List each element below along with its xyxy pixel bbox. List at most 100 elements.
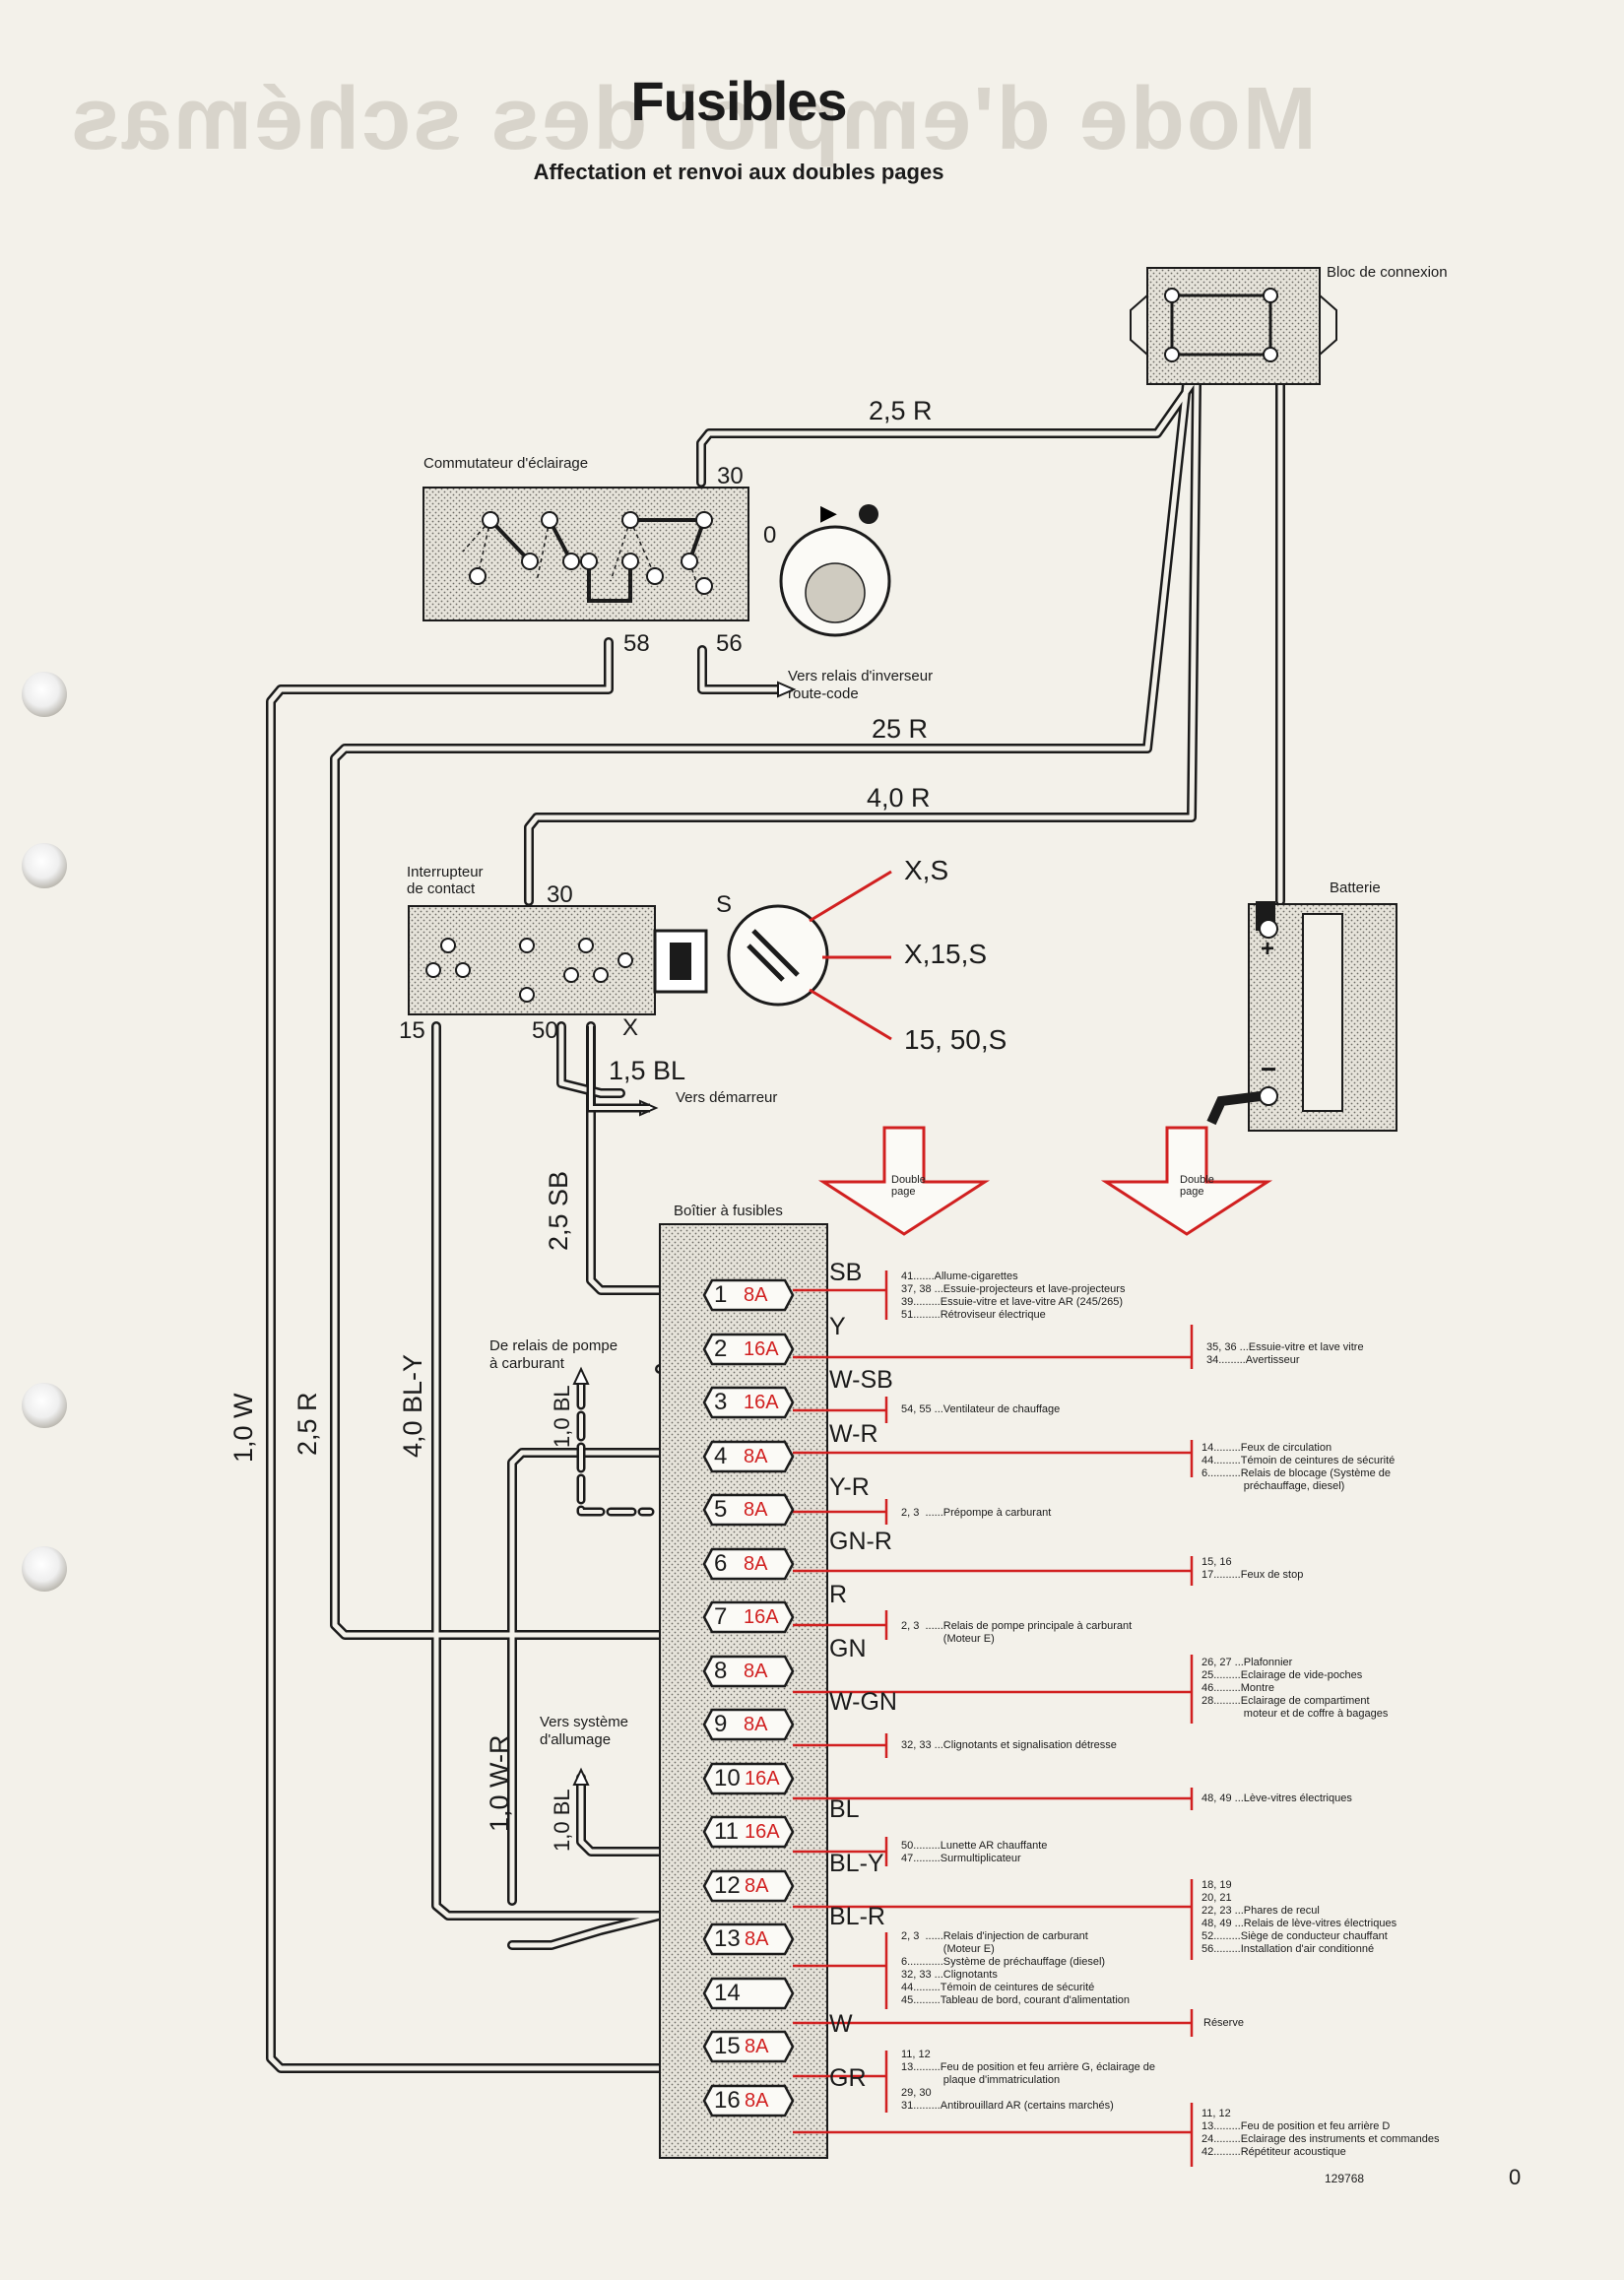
figure-code: 129768	[1325, 2172, 1365, 2185]
punch-hole	[22, 672, 67, 717]
ref-fuse-13: 2, 3 ......Relais d'injection de carbura…	[901, 1930, 1131, 2006]
wire-label-15BL: 1,5 BL	[609, 1056, 686, 1085]
wire-label-10WR: 1,0 W-R	[485, 1734, 514, 1832]
fuse-12-number: 12	[714, 1872, 741, 1899]
fuse-10-number: 10	[714, 1765, 741, 1791]
label-boitier: Boîtier à fusibles	[674, 1203, 783, 1219]
label-commutateur: Commutateur d'éclairage	[423, 455, 589, 472]
fuse-11-body	[702, 1815, 795, 1849]
label-vers-demarreur: Vers démarreur	[676, 1089, 778, 1106]
fuse-15-number: 15	[714, 2033, 741, 2059]
fuse-16-wire-code: GR	[829, 2064, 867, 2092]
double-page-arrow-2: Double page	[1180, 1174, 1214, 1198]
fuse-8-wire-code: GN	[829, 1635, 867, 1662]
fuse-16-body	[702, 2084, 795, 2117]
fuse-2-wire-code: Y	[829, 1313, 846, 1340]
wire-label-40BLY: 4,0 BL-Y	[398, 1353, 427, 1458]
fuse-8-number: 8	[714, 1658, 728, 1684]
fuse-5-number: 5	[714, 1496, 728, 1523]
fuse-9-wire-code: W-GN	[829, 1688, 897, 1716]
ref-fuse-6: 15, 16 17.........Feux de stop	[1202, 1556, 1304, 1581]
fuse-2-body	[702, 1333, 795, 1366]
fuse-13-rating: 8A	[745, 1928, 769, 1950]
ref-fuse-15: 11, 12 13.........Feu de position et feu…	[901, 2049, 1156, 2112]
fuse-10-rating: 16A	[745, 1768, 780, 1790]
fuse-11-rating: 16A	[745, 1821, 780, 1843]
wire-label-10BL-upper: 1,0 BL	[550, 1385, 574, 1448]
label-vers-relais: Vers relais d'inverseur route-code	[788, 668, 934, 702]
fuse-16-number: 16	[714, 2087, 741, 2114]
ref-fuse-7: 2, 3 ......Relais de pompe principale à …	[901, 1620, 1133, 1645]
fuse-6-rating: 8A	[744, 1553, 768, 1575]
wire-label-10W: 1,0 W	[228, 1393, 258, 1463]
fuse-11-number: 11	[714, 1818, 739, 1845]
battery-plus: +	[1261, 936, 1275, 962]
fuse-16-rating: 8A	[745, 2090, 769, 2112]
fuse-1-wire-code: SB	[829, 1259, 863, 1286]
fuse-14-body	[702, 1977, 795, 2010]
terminal-30-ignition: 30	[547, 881, 573, 908]
wire-label-25R-top: 2,5 R	[869, 396, 933, 425]
page-number: 0	[1509, 2165, 1522, 2189]
fuse-3-rating: 16A	[744, 1392, 779, 1413]
fuse-13-wire-code: BL-R	[829, 1903, 885, 1930]
fuse-7-body	[702, 1600, 795, 1634]
wire-label-25SB: 2,5 SB	[544, 1170, 573, 1251]
ref-fuse-16: 11, 12 13.........Feu de position et feu…	[1202, 2108, 1440, 2158]
punch-hole	[22, 843, 67, 888]
double-page-arrow-1: Double page	[891, 1174, 926, 1198]
fuse-6-number: 6	[714, 1550, 728, 1577]
ref-fuse-11: 50.........Lunette AR chauffante 47.....…	[901, 1840, 1048, 1864]
fuse-6-wire-code: GN-R	[829, 1528, 892, 1555]
wire-label-25R-vertical: 2,5 R	[292, 1392, 322, 1456]
label-vers-allumage: Vers système d'allumage	[540, 1714, 629, 1748]
ref-fuse-10: 48, 49 ...Lève-vitres électriques	[1202, 1792, 1352, 1804]
fuse-4-rating: 8A	[744, 1446, 768, 1467]
ignition-position-2: X,15,S	[904, 939, 988, 969]
wire-label-10BL-lower: 1,0 BL	[550, 1789, 574, 1852]
terminal-15: 15	[399, 1017, 425, 1044]
fuse-10-body	[702, 1762, 795, 1795]
battery-minus: −	[1261, 1054, 1277, 1084]
fuse-14-number: 14	[714, 1980, 741, 2006]
fuse-11-wire-code: BL	[829, 1795, 860, 1823]
ref-fuse-2: 35, 36 ...Essuie-vitre et lave vitre 34.…	[1206, 1341, 1364, 1366]
fuse-1-number: 1	[714, 1281, 728, 1308]
terminal-s: S	[716, 891, 733, 918]
svg-text:▶: ▶	[820, 500, 837, 525]
label-batterie: Batterie	[1330, 879, 1381, 896]
fuse-13-number: 13	[714, 1925, 741, 1952]
fuse-12-rating: 8A	[745, 1875, 769, 1897]
ref-fuse-3: 54, 55 ...Ventilateur de chauffage	[901, 1403, 1061, 1415]
ref-fuse-1: 41.......Allume-cigarettes 37, 38 ...Ess…	[901, 1270, 1126, 1321]
fuse-7-rating: 16A	[744, 1606, 779, 1628]
ref-fuse-14: Réserve	[1203, 2017, 1244, 2029]
punch-hole	[22, 1546, 67, 1592]
terminal-50: 50	[532, 1017, 558, 1044]
label-interrupteur: Interrupteur de contact	[407, 864, 484, 897]
label-bloc-connexion: Bloc de connexion	[1327, 264, 1448, 281]
ref-fuse-9: 32, 33 ...Clignotants et signalisation d…	[901, 1739, 1117, 1751]
fuse-5-wire-code: Y-R	[829, 1473, 870, 1501]
terminal-0: 0	[763, 522, 777, 549]
fuse-3-number: 3	[714, 1389, 728, 1415]
fuse-3-body	[702, 1386, 795, 1419]
ref-fuse-8: 26, 27 ...Plafonnier 25.........Eclairag…	[1202, 1657, 1389, 1720]
fuse-15-body	[702, 2030, 795, 2063]
fuse-12-body	[702, 1869, 795, 1903]
terminal-58: 58	[623, 630, 650, 657]
fuse-4-number: 4	[714, 1443, 728, 1469]
ref-fuse-4: 14.........Feux de circulation 44.......…	[1202, 1442, 1396, 1492]
ignition-position-3: 15, 50,S	[904, 1024, 1007, 1055]
ref-fuse-12: 18, 19 20, 21 22, 23 ...Phares de recul …	[1202, 1879, 1397, 1955]
ref-fuse-5: 2, 3 ......Prépompe à carburant	[901, 1507, 1052, 1519]
fuse-2-rating: 16A	[744, 1338, 779, 1360]
fuse-15-rating: 8A	[745, 2036, 769, 2057]
page-title: Fusibles	[630, 70, 847, 132]
fuse-5-rating: 8A	[744, 1499, 768, 1521]
fuse-13-body	[702, 1922, 795, 1956]
fuse-1-rating: 8A	[744, 1284, 768, 1306]
fuse-9-rating: 8A	[744, 1714, 768, 1735]
fuse-4-body	[702, 1440, 795, 1473]
